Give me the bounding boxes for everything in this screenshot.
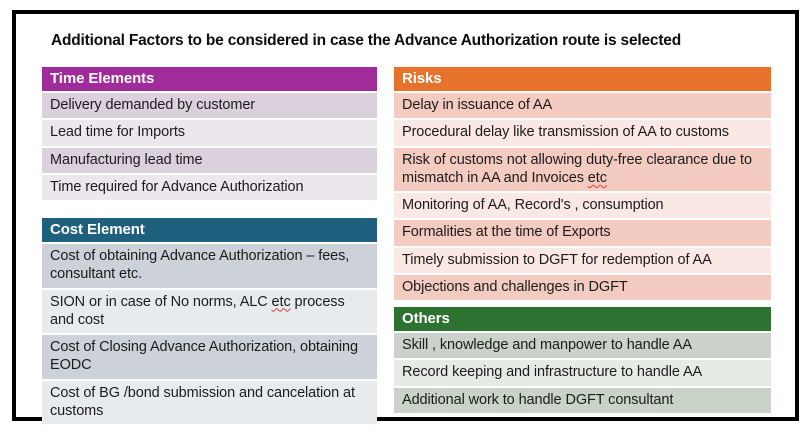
table-row: Formalities at the time of Exports bbox=[394, 220, 771, 246]
row-text: Cost of Closing Advance Authorization, o… bbox=[50, 339, 358, 374]
row-text: Procedural delay like transmission of AA… bbox=[402, 124, 729, 141]
section-risks: Risks Delay in issuance of AA Procedural … bbox=[394, 67, 771, 301]
row-text: Risk of customs not allowing duty-free c… bbox=[402, 151, 752, 186]
row-text: Timely submission to DGFT for redemption… bbox=[402, 251, 712, 268]
table-row: Timely submission to DGFT for redemption… bbox=[394, 247, 771, 273]
others-rows: Skill , knowledge and manpower to handle… bbox=[394, 333, 771, 413]
row-text: Additional work to handle DGFT consultan… bbox=[402, 391, 674, 408]
row-text: SION or in case of No norms, ALC bbox=[50, 293, 272, 310]
page-title: Additional Factors to be considered in c… bbox=[51, 32, 681, 49]
row-text: Objections and challenges in DGFT bbox=[402, 278, 628, 295]
row-text: Lead time for Imports bbox=[50, 124, 185, 141]
row-text: Delivery demanded by customer bbox=[50, 97, 256, 113]
section-others: Others Skill , knowledge and manpower to… bbox=[394, 307, 771, 413]
row-text: Manufacturing lead time bbox=[50, 151, 203, 168]
table-row: Manufacturing lead time bbox=[42, 147, 377, 173]
table-row: Record keeping and infrastructure to han… bbox=[394, 360, 771, 386]
row-text: Cost of BG /bond submission and cancelat… bbox=[50, 384, 355, 419]
row-text: Delay in issuance of AA bbox=[402, 97, 553, 113]
row-text: Formalities at the time of Exports bbox=[402, 224, 611, 241]
table-row: Cost of Closing Advance Authorization, o… bbox=[42, 335, 377, 379]
right-column: Risks Delay in issuance of AA Procedural … bbox=[394, 67, 771, 415]
section-header-cost-element: Cost Element bbox=[42, 218, 377, 243]
risks-rows: Delay in issuance of AA Procedural delay … bbox=[394, 93, 771, 301]
table-row: SION or in case of No norms, ALC etc pro… bbox=[42, 289, 377, 334]
spellcheck-word: etc bbox=[271, 293, 291, 310]
table-row: Skill , knowledge and manpower to handle… bbox=[394, 333, 771, 359]
table-row: Lead time for Imports bbox=[42, 120, 377, 146]
table-row: Objections and challenges in DGFT bbox=[394, 274, 771, 301]
row-text: Cost of obtaining Advance Authorization … bbox=[50, 248, 350, 283]
row-text: Record keeping and infrastructure to han… bbox=[402, 364, 703, 381]
section-header-others: Others bbox=[394, 307, 771, 332]
row-text: Monitoring of AA, Record's , consumption bbox=[402, 197, 664, 214]
spellcheck-word: etc bbox=[587, 169, 607, 186]
row-text: Time required for Advance Authorization bbox=[50, 178, 304, 195]
table-row: Additional work to handle DGFT consultan… bbox=[394, 387, 771, 413]
table-row: Cost of BG /bond submission and cancelat… bbox=[42, 380, 377, 425]
table-row: Risk of customs not allowing duty-free c… bbox=[394, 147, 771, 192]
table-row: Time required for Advance Authorization bbox=[42, 174, 377, 201]
table-row: Monitoring of AA, Record's , consumption bbox=[394, 193, 771, 219]
left-column: Time Elements Delivery demanded by custo… bbox=[42, 67, 377, 426]
table-row: Procedural delay like transmission of AA… bbox=[394, 120, 771, 146]
row-text: Skill , knowledge and manpower to handle… bbox=[402, 337, 692, 354]
section-header-risks: Risks bbox=[394, 67, 771, 91]
cost-element-rows: Cost of obtaining Advance Authorization … bbox=[42, 244, 377, 425]
section-cost-element: Cost Element Cost of obtaining Advance A… bbox=[42, 218, 377, 425]
table-row: Delivery demanded by customer bbox=[42, 93, 377, 119]
section-time-elements: Time Elements Delivery demanded by custo… bbox=[42, 67, 377, 201]
section-header-time-elements: Time Elements bbox=[42, 67, 377, 91]
slide-frame: Additional Factors to be considered in c… bbox=[12, 10, 799, 425]
row-text: process and cost bbox=[50, 293, 345, 328]
table-row: Delay in issuance of AA bbox=[394, 93, 771, 119]
table-row: Cost of obtaining Advance Authorization … bbox=[42, 244, 377, 288]
